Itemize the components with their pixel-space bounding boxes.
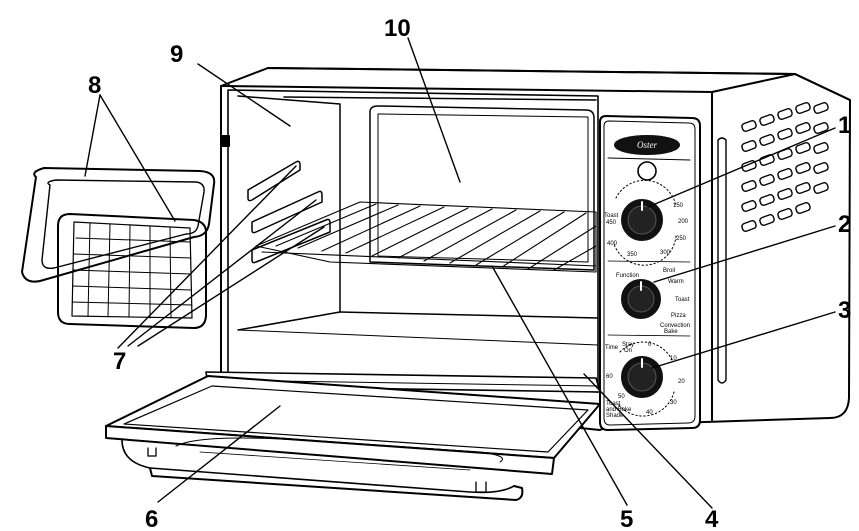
callout-1: 1	[838, 112, 851, 139]
callout-4: 4	[705, 506, 719, 531]
timer-60: 60	[606, 374, 613, 380]
broil-rack	[57, 213, 207, 329]
callout-3: 3	[838, 297, 851, 324]
side-vents	[717, 101, 829, 384]
temp-label-300: 300	[660, 250, 671, 256]
callout-5: 5	[620, 506, 633, 531]
function-warm: Warm	[668, 279, 684, 285]
leader-lines	[84, 37, 836, 509]
temp-label-200: 200	[678, 219, 689, 225]
callout-7: 7	[113, 348, 126, 375]
baking-pan	[21, 167, 216, 283]
control-panel	[599, 115, 701, 431]
callout-10: 10	[384, 15, 411, 42]
temperature-knob[interactable]	[621, 199, 663, 241]
function-label: Function	[616, 273, 639, 279]
timer-40: 40	[646, 410, 653, 416]
temp-label-150: 150	[673, 203, 684, 209]
temp-label-450: 450	[606, 220, 617, 226]
function-bake: Bake	[664, 329, 678, 335]
function-knob[interactable]	[621, 279, 661, 319]
timer-note-bake: and Bake	[606, 407, 632, 413]
temp-label-350: 350	[627, 252, 638, 258]
oven-interior	[237, 95, 599, 346]
temperature-dial-labels: Toast 450 400 350 300 250 200 150	[604, 203, 689, 258]
function-broil: Broil	[663, 268, 675, 274]
function-pizza: Pizza	[671, 313, 686, 319]
timer-label-stay: Stay	[622, 342, 634, 348]
timer-30: 30	[670, 400, 677, 406]
temp-label-toast: Toast	[604, 213, 619, 219]
timer-dial-labels: Time Stay On 0 10 20 30 40 50 60 Toast a…	[605, 342, 685, 419]
timer-20: 20	[678, 379, 685, 385]
callout-numbers: 1 2 3 4 5 6 7 8 9 10	[88, 15, 851, 531]
timer-label-on: On	[624, 348, 632, 354]
function-dial-labels: Function Broil Warm Toast Pizza Convecti…	[616, 268, 690, 335]
function-convection: Convection	[660, 323, 690, 329]
timer-note-toast: Toast	[606, 401, 621, 407]
temp-label-400: 400	[607, 241, 618, 247]
timer-knob[interactable]	[621, 356, 663, 398]
function-toast: Toast	[675, 297, 690, 303]
wire-rack	[255, 201, 597, 273]
timer-10: 10	[670, 356, 677, 362]
timer-50: 50	[618, 394, 625, 400]
callout-6: 6	[145, 506, 158, 531]
timer-label-time: Time	[605, 345, 619, 351]
callout-2: 2	[838, 211, 851, 238]
oven-door	[105, 375, 601, 501]
callout-9: 9	[170, 41, 183, 68]
brand-logo: Oster	[637, 140, 657, 150]
timer-note-shade: Shade	[606, 413, 624, 419]
temp-label-250: 250	[676, 236, 687, 242]
callout-8: 8	[88, 72, 101, 99]
timer-0: 0	[648, 342, 652, 348]
